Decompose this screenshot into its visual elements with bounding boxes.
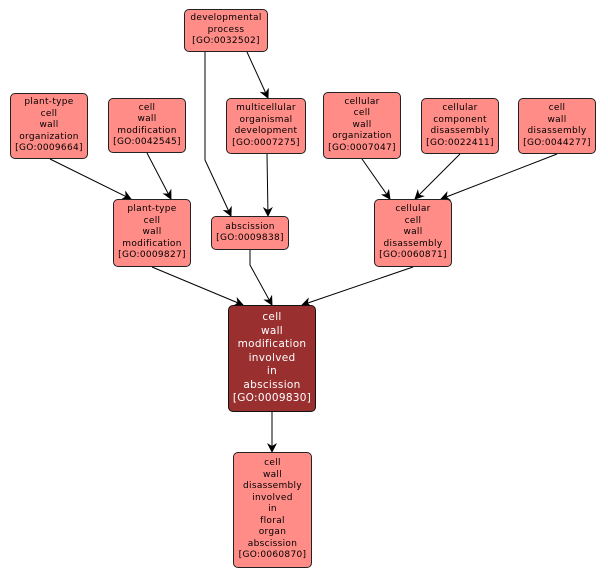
node-label-line: cellular (344, 96, 380, 107)
edge-go-0009664-to-go-0009827 (49, 158, 132, 200)
go-term-node-go-0009838[interactable]: abscission[GO:0009838] (211, 216, 289, 250)
node-label-line: disassembly (527, 126, 587, 136)
node-label-line: plant-type (127, 204, 177, 215)
edge-go-0009838-to-go-0009830 (249, 250, 273, 306)
node-label-line: cell (264, 458, 281, 469)
node-label-line: abscission (225, 221, 275, 232)
node-go-id: [GO:0009664] (15, 143, 83, 154)
edge-go-0042545-to-go-0009827 (146, 152, 172, 200)
node-label-line: organization (19, 131, 79, 142)
node-label-line: wall (260, 324, 284, 337)
node-go-id: [GO:0007047] (328, 142, 396, 153)
node-label-line: cell (353, 108, 371, 119)
node-go-id: [GO:0022411] (426, 137, 494, 148)
node-label-line: cell (404, 215, 422, 226)
node-label-line: developmental (190, 13, 262, 24)
edge-go-0007275-to-go-0009838 (262, 153, 273, 217)
edge-go-0032502-to-go-0009838 (204, 52, 232, 217)
node-label-line: wall (403, 227, 423, 238)
node-label-line: modification (117, 125, 177, 136)
node-label-line: multicellular (236, 103, 296, 113)
edge-go-0007047-to-go-0060871 (361, 158, 391, 200)
node-label-line: wall (142, 227, 162, 238)
node-label-line: involved (248, 351, 296, 364)
node-label-line: modification (122, 238, 182, 249)
node-label-line: in (266, 365, 278, 378)
node-label-line: modification (237, 338, 307, 351)
node-label-line: organ (258, 527, 287, 538)
node-label-line: disassembly (383, 238, 443, 249)
node-go-id: [GO:0032502] (192, 36, 260, 47)
node-go-id: [GO:0042545] (113, 137, 181, 147)
node-label-line: cell (143, 215, 161, 226)
node-label-line: involved (252, 492, 293, 503)
edge-go-0060871-to-go-0009830 (301, 266, 414, 307)
node-label-line: cell (262, 311, 282, 324)
node-label-line: organismal (239, 114, 293, 125)
node-label-line: floral (260, 515, 285, 526)
node-label-line: development (234, 126, 298, 136)
node-go-id: [GO:0044277] (523, 137, 591, 148)
node-label-line: cell (548, 103, 566, 113)
node-label-line: disassembly (430, 126, 490, 136)
node-go-id: [GO:0009830] (232, 392, 312, 405)
node-go-id: [GO:0007275] (232, 137, 300, 148)
node-label-line: abscission (243, 378, 301, 391)
edge-go-0032502-to-go-0007275 (246, 51, 269, 99)
node-go-id: [GO:0060870] (238, 550, 307, 561)
edge-go-0044277-to-go-0060871 (440, 153, 558, 201)
node-label-line: cellular (442, 103, 478, 113)
node-label-line: plant-type (24, 97, 74, 108)
node-go-id: [GO:0009827] (118, 250, 186, 261)
node-label-line: component (433, 114, 487, 125)
node-label-line: wall (352, 119, 372, 130)
node-label-line: wall (547, 114, 567, 125)
node-label-line: cell (40, 108, 58, 119)
edge-go-0022411-to-go-0060871 (414, 153, 461, 200)
node-label-line: disassembly (243, 481, 302, 492)
node-label-line: cell (138, 102, 156, 113)
node-label-line: organization (332, 131, 392, 142)
node-label-line: wall (39, 120, 59, 131)
node-label-line: wall (137, 114, 157, 124)
node-label-line: cellular (395, 204, 431, 215)
node-label-line: in (268, 504, 277, 515)
edge-go-0009827-to-go-0009830 (151, 266, 244, 307)
node-label-line: wall (262, 469, 283, 480)
node-go-id: [GO:0009838] (216, 233, 284, 243)
node-label-line: abscission (247, 538, 298, 549)
node-label-line: process (207, 24, 245, 35)
node-go-id: [GO:0060871] (379, 250, 447, 261)
